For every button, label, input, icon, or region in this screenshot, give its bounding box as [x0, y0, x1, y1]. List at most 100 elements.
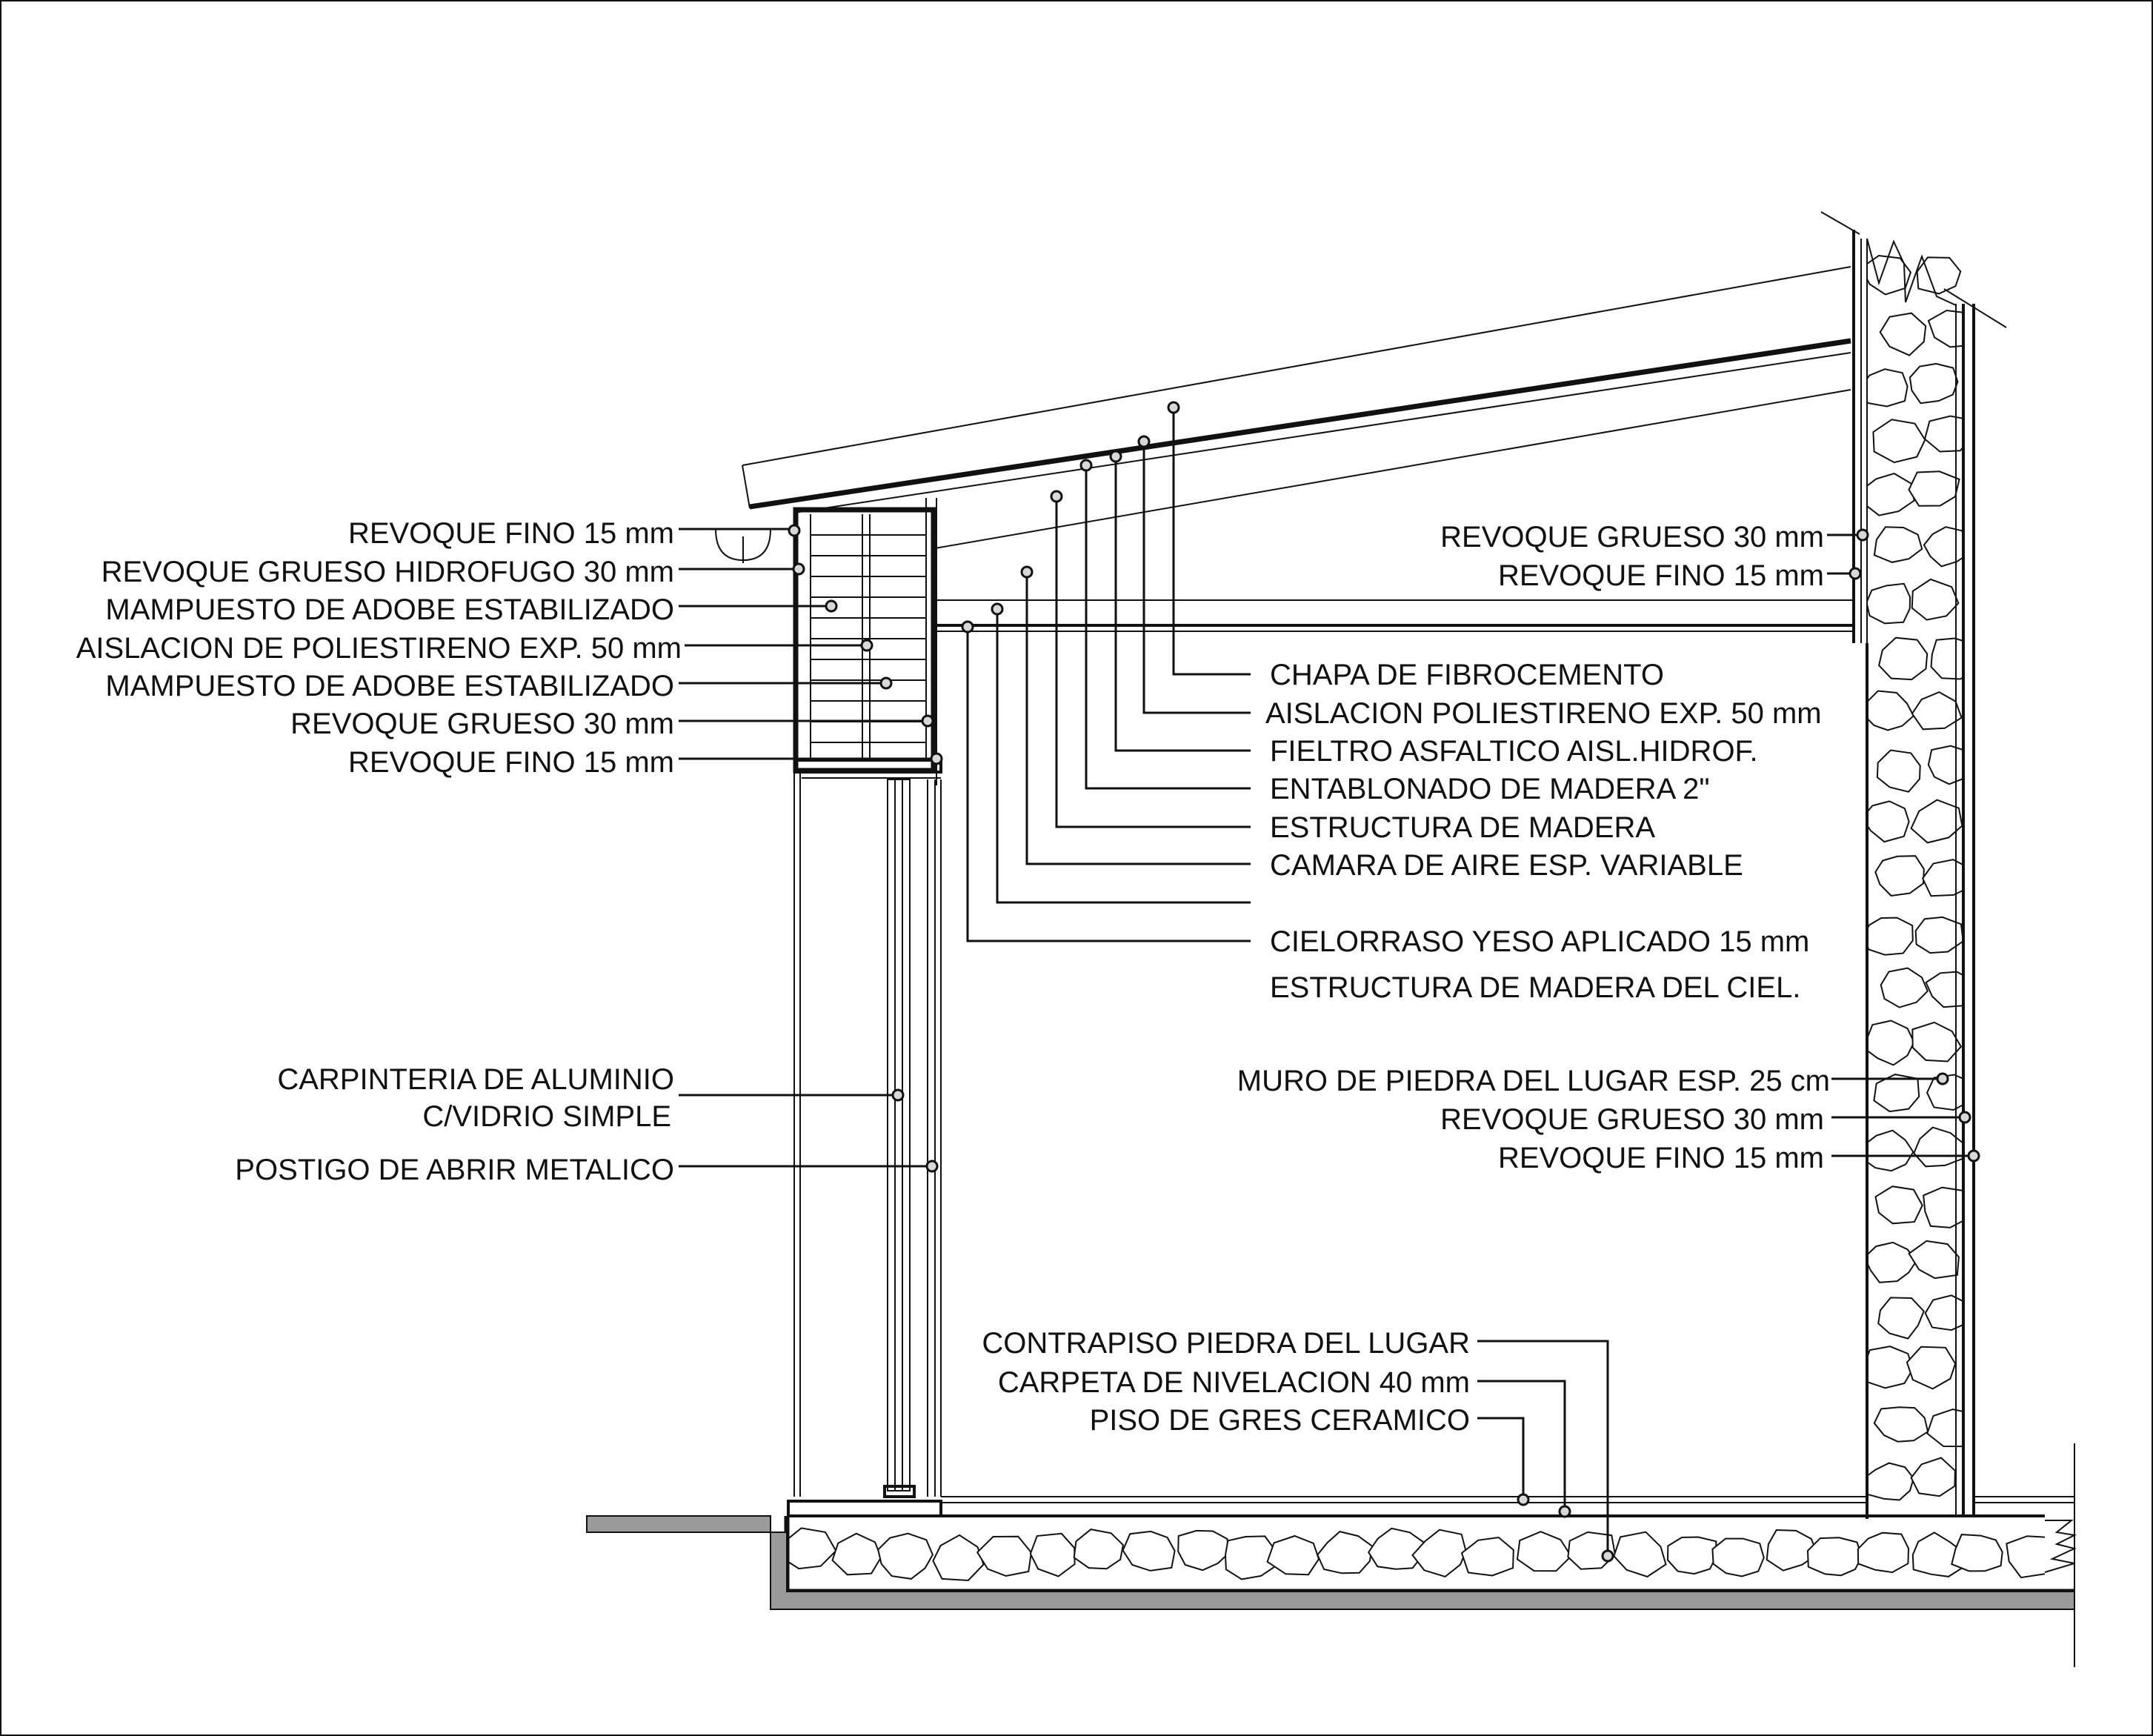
labels-window: CARPINTERIA DE ALUMINIO C/VIDRIO SIMPLE …: [235, 1063, 674, 1186]
roof-sheet-line: [749, 338, 1851, 510]
floor-stone: [785, 1527, 837, 1570]
floor-stone: [1177, 1529, 1230, 1572]
floor-stone: [1951, 1534, 2003, 1572]
floor-assembly: [586, 1443, 2077, 1667]
wall-stone: [1924, 1294, 1963, 1331]
label-vidrio-simple: C/VIDRIO SIMPLE: [422, 1100, 671, 1133]
wall-stone: [1910, 799, 1963, 844]
labels-left-wall: REVOQUE FINO 15 mm REVOQUE GRUESO HIDROF…: [76, 517, 682, 779]
label-carpinteria-aluminio: CARPINTERIA DE ALUMINIO: [277, 1063, 674, 1096]
floor-stone: [831, 1532, 882, 1576]
wall-stone: [1908, 470, 1960, 507]
floor-stone: [1766, 1529, 1819, 1572]
wall-stone: [1872, 419, 1926, 464]
floor-stone: [1666, 1536, 1717, 1575]
label-mampuesto-adobe-1: MAMPUESTO DE ADOBE ESTABILIZADO: [105, 593, 674, 626]
label-carpeta-nivelacion: CARPETA DE NIVELACION 40 mm: [998, 1366, 1470, 1399]
label-revoque-grueso-int: REVOQUE GRUESO 30 mm: [290, 708, 674, 740]
labels-right-upper: REVOQUE GRUESO 30 mm REVOQUE FINO 15 mm: [1440, 521, 1824, 592]
floor-stone: [1317, 1531, 1374, 1574]
wall-stone: [1867, 800, 1910, 843]
floor-stone: [1806, 1537, 1863, 1577]
wall-stone: [1876, 749, 1921, 793]
wall-stone: [1879, 312, 1927, 356]
floor-stone: [1857, 1532, 1910, 1574]
wall-stone: [1916, 256, 1962, 295]
wall-stone: [1914, 916, 1963, 954]
label-piso-gres: PISO DE GRES CERAMICO: [1090, 1404, 1470, 1437]
labels-roof: CHAPA DE FIBROCEMENTO AISLACION POLIESTI…: [1265, 659, 1822, 1004]
wall-stone: [1930, 637, 1963, 680]
label-fieltro-asfaltico: FIELTRO ASFALTICO AISL.HIDROF.: [1270, 735, 1758, 768]
label-revoque-fino-upper: REVOQUE FINO 15 mm: [1498, 559, 1824, 592]
floor-stone: [1711, 1537, 1765, 1577]
label-aislacion-poliestireno-techo: AISLACION POLIESTIRENO EXP. 50 mm: [1265, 697, 1822, 730]
wall-stone: [1911, 691, 1963, 731]
label-revoque-grueso-lower: REVOQUE GRUESO 30 mm: [1440, 1103, 1824, 1136]
roof-structure-line: [934, 389, 1851, 549]
labels-floor: CONTRAPISO PIEDRA DEL LUGAR CARPETA DE N…: [982, 1327, 1470, 1437]
wall-stone: [1880, 967, 1929, 1008]
label-revoque-fino-lower: REVOQUE FINO 15 mm: [1498, 1142, 1824, 1174]
roof-deck-line: [793, 352, 1851, 513]
label-mampuesto-adobe-2: MAMPUESTO DE ADOBE ESTABILIZADO: [105, 670, 674, 702]
label-muro-piedra: MURO DE PIEDRA DEL LUGAR ESP. 25 cm: [1237, 1065, 1830, 1097]
stone-wall: [1820, 211, 2007, 1519]
wall-stone: [1873, 526, 1923, 563]
floor-stone: [1613, 1531, 1667, 1578]
label-estructura-madera: ESTRUCTURA DE MADERA: [1270, 811, 1655, 844]
wall-stone: [1867, 1129, 1914, 1172]
wall-stone: [1873, 1406, 1929, 1443]
wall-stone: [1867, 690, 1915, 731]
label-revoque-fino-int: REVOQUE FINO 15 mm: [348, 746, 674, 779]
floor-stone: [2006, 1535, 2045, 1579]
labels-right-lower: MURO DE PIEDRA DEL LUGAR ESP. 25 cm REVO…: [1237, 1065, 1830, 1174]
window-frame: [793, 772, 942, 1498]
wall-stone: [1911, 578, 1960, 621]
leader-lines: [679, 401, 1980, 1563]
label-contrapiso-piedra: CONTRAPISO PIEDRA DEL LUGAR: [982, 1327, 1470, 1360]
wall-stone: [1927, 745, 1963, 785]
floor-stone: [976, 1535, 1033, 1577]
label-revoque-grueso-hidrofugo: REVOQUE GRUESO HIDROFUGO 30 mm: [102, 556, 674, 588]
gutter: [714, 528, 772, 563]
floor-stone: [1073, 1529, 1124, 1570]
wall-stone: [1877, 1297, 1925, 1340]
wall-stone: [1878, 636, 1929, 681]
wall-stone: [1923, 526, 1963, 568]
label-estructura-cielorraso: ESTRUCTURA DE MADERA DEL CIEL.: [1270, 971, 1800, 1004]
floor-stone: [1516, 1531, 1572, 1572]
floor-stone: [1368, 1527, 1425, 1570]
wall-stone: [1909, 362, 1959, 405]
wall-stone: [1910, 1457, 1956, 1497]
label-aislacion-poliestireno: AISLACION DE POLIESTIRENO EXP. 50 mm: [76, 632, 682, 665]
wall-stone: [1874, 855, 1925, 897]
floor-stone: [1411, 1529, 1467, 1578]
label-chapa-fibrocemento: CHAPA DE FIBROCEMENTO: [1270, 659, 1664, 691]
wall-stone: [1867, 368, 1909, 408]
wall-stone: [1867, 473, 1915, 516]
wall-stone: [1867, 582, 1911, 625]
wall-stone: [1874, 1185, 1923, 1225]
wall-stone: [1867, 1020, 1915, 1066]
wall-stone: [1926, 1409, 1963, 1448]
floor-stone: [1224, 1535, 1277, 1580]
floor-stone: [1460, 1536, 1514, 1577]
wall-stone: [1867, 254, 1912, 296]
label-entablonado-madera: ENTABLONADO DE MADERA 2": [1270, 773, 1710, 805]
roof-cover-top: [742, 266, 1851, 466]
floor-stone: [1029, 1532, 1076, 1577]
wall-stone: [1867, 1462, 1914, 1501]
floor-stone: [1266, 1534, 1320, 1576]
roof-eave-end: [742, 465, 751, 509]
wall-stone: [1873, 1074, 1920, 1113]
wall-stone: [1908, 1240, 1960, 1280]
wall-stone: [1923, 415, 1963, 453]
wall-stone: [1911, 1021, 1963, 1062]
label-revoque-grueso-upper: REVOQUE GRUESO 30 mm: [1440, 521, 1824, 553]
wall-stone: [1906, 1346, 1957, 1390]
floor-stone: [932, 1534, 985, 1582]
wall-stone: [1867, 1346, 1914, 1389]
